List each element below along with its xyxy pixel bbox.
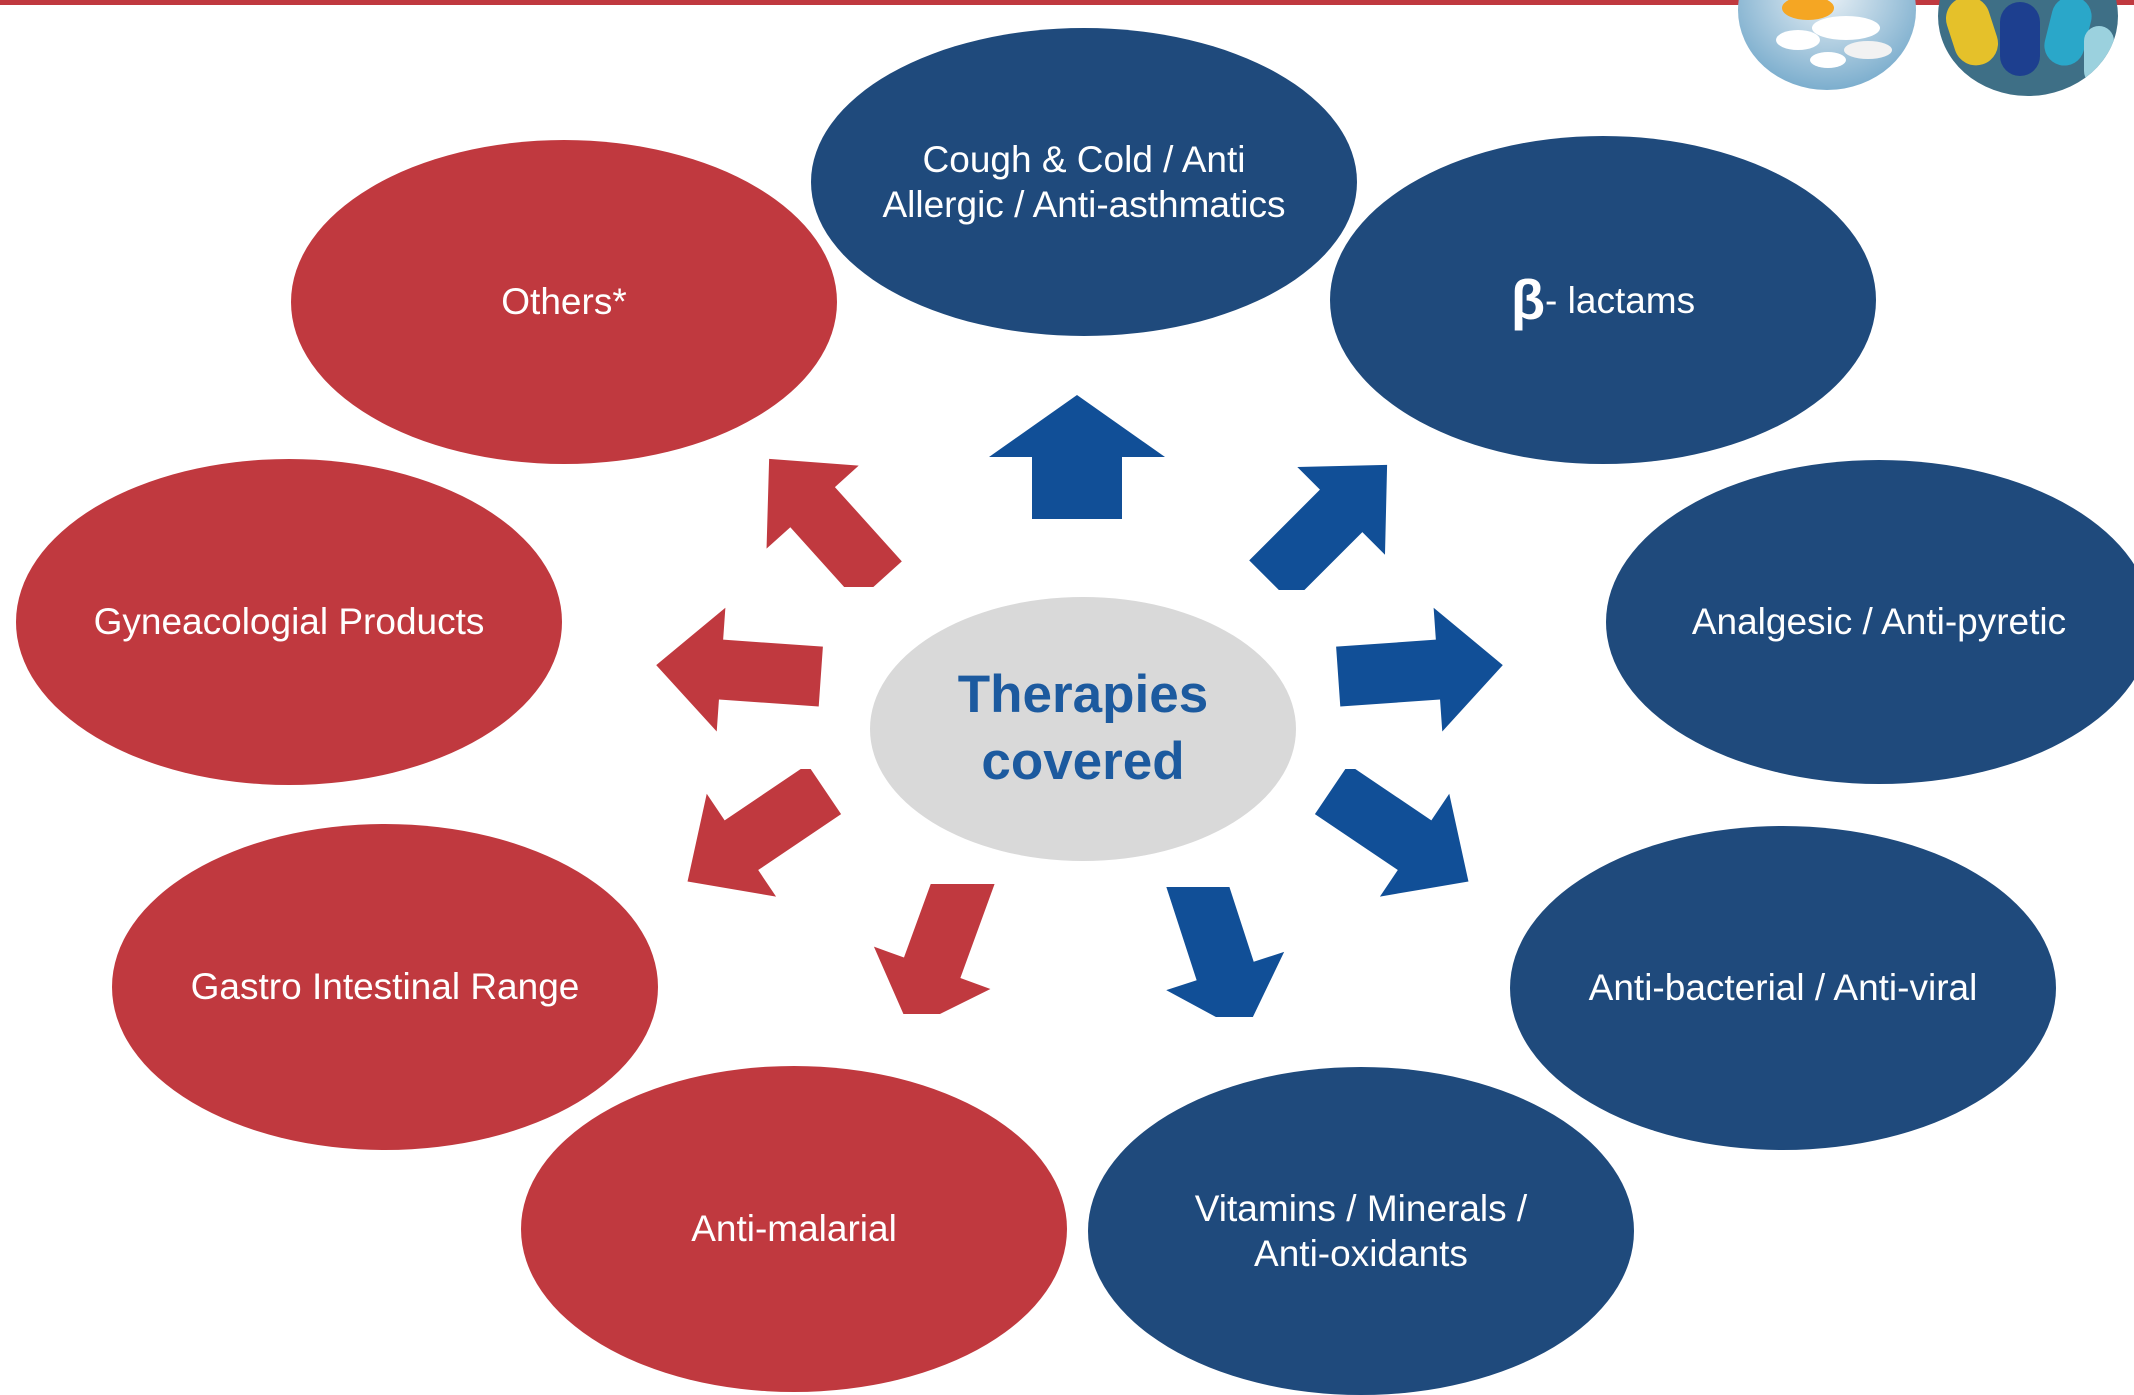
node-others: Others*: [291, 140, 837, 464]
node-vitamins-label: Vitamins / Minerals / Anti-oxidants: [1194, 1187, 1528, 1274]
beta-symbol: β: [1510, 267, 1546, 331]
arrow-up-right-icon: [1249, 464, 1388, 590]
node-analgesic-label: Analgesic / Anti-pyretic: [1691, 601, 2067, 643]
node-gastro-label: Gastro Intestinal Range: [190, 966, 580, 1008]
arrow-up-icon: [989, 395, 1165, 519]
node-anti-malarial-label: Anti-malarial: [691, 1208, 897, 1250]
capsules-photo-icon: [1938, 0, 2118, 96]
beta-lactams-text: - lactams: [1545, 279, 1696, 321]
arrow-up-left-icon: [766, 458, 902, 587]
node-cough-cold-label: Cough & Cold / Anti Allergic / Anti-asth…: [882, 138, 1286, 225]
node-gyneacologial: Gyneacologial Products: [16, 459, 562, 785]
arrow-left-icon: [656, 607, 823, 732]
arrow-down-left-icon: [687, 769, 842, 897]
arrow-down-right-icon: [1314, 769, 1469, 897]
arrow-down-icon-red: [873, 884, 995, 1014]
center-title: Therapies covered: [957, 665, 1209, 791]
node-beta-lactams: β- lactams: [1330, 136, 1876, 464]
node-anti-bacterial-label: Anti-bacterial / Anti-viral: [1588, 967, 1978, 1009]
node-cough-cold: Cough & Cold / Anti Allergic / Anti-asth…: [811, 28, 1357, 336]
center-node: Therapies covered: [870, 597, 1296, 861]
node-gyneacologial-label: Gyneacologial Products: [93, 601, 485, 643]
node-analgesic: Analgesic / Anti-pyretic: [1606, 460, 2134, 784]
node-anti-bacterial: Anti-bacterial / Anti-viral: [1510, 826, 2056, 1150]
node-anti-malarial: Anti-malarial: [521, 1066, 1067, 1392]
top-accent-bar: [0, 0, 2134, 5]
pills-photo-icon: [1738, 0, 1916, 90]
node-others-label: Others*: [501, 281, 627, 323]
node-gastro: Gastro Intestinal Range: [112, 824, 658, 1150]
arrow-right-icon: [1336, 607, 1503, 732]
arrow-down-icon-blue: [1165, 887, 1285, 1017]
node-beta-lactams-label: β- lactams: [1511, 266, 1695, 334]
node-vitamins: Vitamins / Minerals / Anti-oxidants: [1088, 1067, 1634, 1395]
